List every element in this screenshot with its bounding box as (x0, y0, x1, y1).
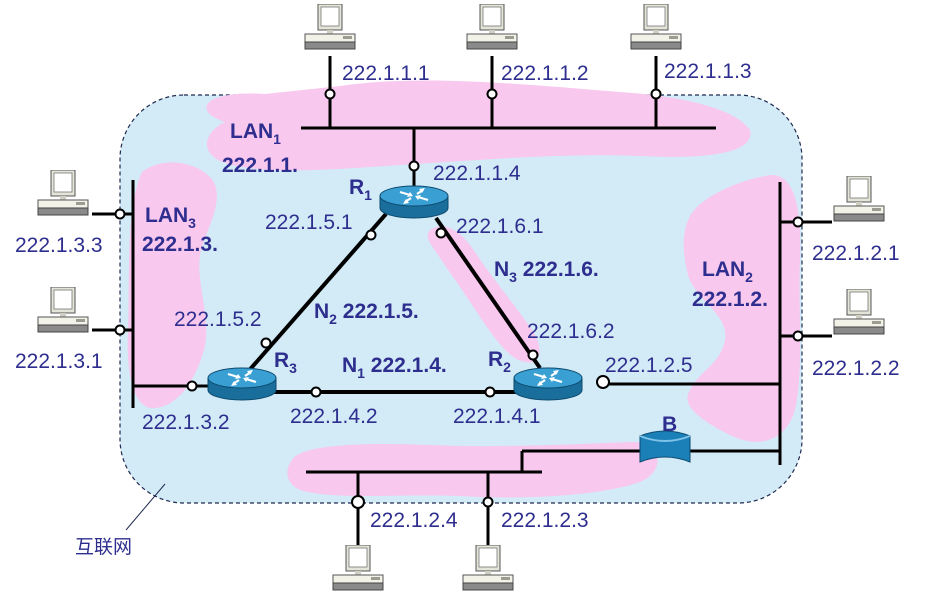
desktop-computer-icon (833, 289, 885, 335)
desktop-computer-icon (37, 170, 89, 216)
desktop-computer-icon (332, 545, 384, 591)
addr-r2-lan2: 222.1.2.5 (605, 354, 693, 377)
addr-h111: 222.1.1.1 (342, 62, 430, 85)
desktop-computer-icon (37, 287, 89, 333)
addr-r3-lan3: 222.1.3.2 (142, 411, 230, 434)
bridge-label: B (662, 413, 677, 436)
lan1-network: 222.1.1. (222, 154, 298, 177)
addr-h123: 222.1.2.3 (501, 509, 589, 532)
addr-h131: 222.1.3.1 (15, 350, 103, 373)
lan-bottom-highlight (287, 441, 658, 498)
desktop-computer-icon (304, 4, 356, 50)
lan1-highlight (206, 80, 751, 171)
addr-r3-n2: 222.1.5.2 (174, 308, 262, 331)
addr-r2-n3: 222.1.6.2 (527, 320, 615, 343)
addr-r1-lan1: 222.1.1.4 (433, 162, 521, 185)
router-icon (513, 366, 583, 402)
desktop-computer-icon (462, 545, 514, 591)
addr-h112: 222.1.1.2 (501, 62, 589, 85)
n3-label: N3 222.1.6. (494, 258, 599, 285)
labels: LAN1 222.1.1. LAN3 222.1.3. LAN2 222.1.2… (15, 60, 900, 558)
desktop-computer-icon (833, 176, 885, 222)
n2-label: N2 222.1.5. (314, 300, 419, 327)
addr-h124: 222.1.2.4 (370, 509, 458, 532)
network-cables (92, 56, 832, 550)
bridge-icon (639, 430, 691, 463)
addr-r2-n1: 222.1.4.1 (453, 405, 541, 428)
desktop-computer-icon (466, 4, 518, 50)
lan3-label: LAN3 (145, 204, 196, 231)
addr-h133: 222.1.3.3 (15, 234, 103, 257)
router-icon (379, 184, 449, 220)
lan-highlights (127, 80, 801, 498)
addr-h121: 222.1.2.1 (812, 242, 900, 265)
router-icon (207, 366, 277, 402)
lan2-network: 222.1.2. (692, 288, 768, 311)
r1-label: R1 (349, 176, 372, 203)
addr-h122: 222.1.2.2 (812, 357, 900, 380)
lan3-network: 222.1.3. (142, 233, 218, 256)
addr-r1-n2: 222.1.5.1 (265, 211, 353, 234)
addr-r3-n1: 222.1.4.2 (290, 405, 378, 428)
lan3-highlight (127, 162, 217, 409)
addr-h113: 222.1.1.3 (664, 60, 752, 83)
lan2-label: LAN2 (702, 258, 753, 285)
desktop-computer-icon (630, 4, 682, 50)
interface-points (114, 88, 804, 509)
r3-label: R3 (274, 349, 297, 376)
r2-label: R2 (488, 348, 511, 375)
lan1-label: LAN1 (230, 120, 281, 147)
internet-caption: 互联网 (75, 536, 132, 558)
addr-r1-n3: 222.1.6.1 (456, 215, 544, 238)
lan2-highlight (683, 175, 801, 442)
n3-link (434, 216, 542, 370)
n1-label: N1 222.1.4. (342, 354, 447, 381)
